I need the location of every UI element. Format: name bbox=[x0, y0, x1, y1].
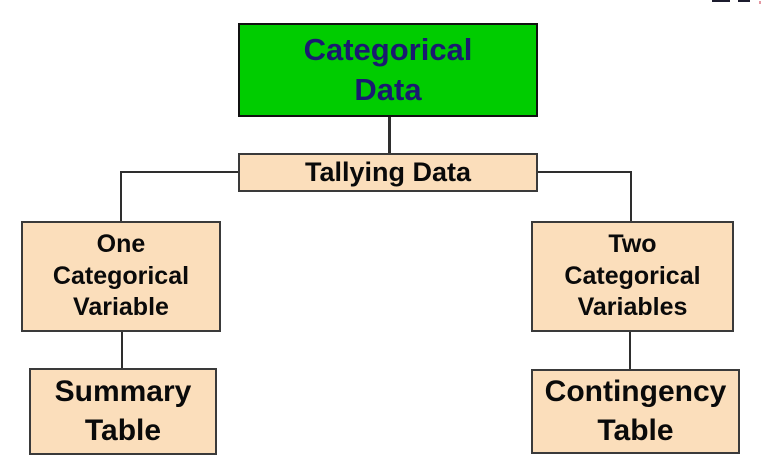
two-categorical-variables-node: Two Categorical Variables bbox=[531, 221, 734, 332]
connector-one-categorical-to-summary bbox=[121, 332, 123, 368]
one-categorical-variable-node: One Categorical Variable bbox=[21, 221, 221, 332]
summary-table-node: Summary Table bbox=[29, 368, 217, 455]
connector-right-to-two-categorical bbox=[630, 171, 632, 221]
connector-root-to-tallying bbox=[388, 117, 391, 153]
tallying-data-node: Tallying Data bbox=[238, 153, 538, 192]
categorical-data-node: Categorical Data bbox=[238, 23, 538, 117]
connector-two-categorical-to-contingency bbox=[629, 332, 631, 369]
connector-left-to-one-categorical bbox=[120, 171, 122, 221]
cropped-text-fragment bbox=[712, 0, 730, 2]
contingency-table-node: Contingency Table bbox=[531, 369, 740, 454]
connector-tallying-right-horizontal bbox=[538, 171, 632, 173]
cropped-text-fragment bbox=[759, 1, 761, 4]
connector-tallying-left-horizontal bbox=[120, 171, 238, 173]
cropped-text-fragment bbox=[738, 0, 750, 2]
